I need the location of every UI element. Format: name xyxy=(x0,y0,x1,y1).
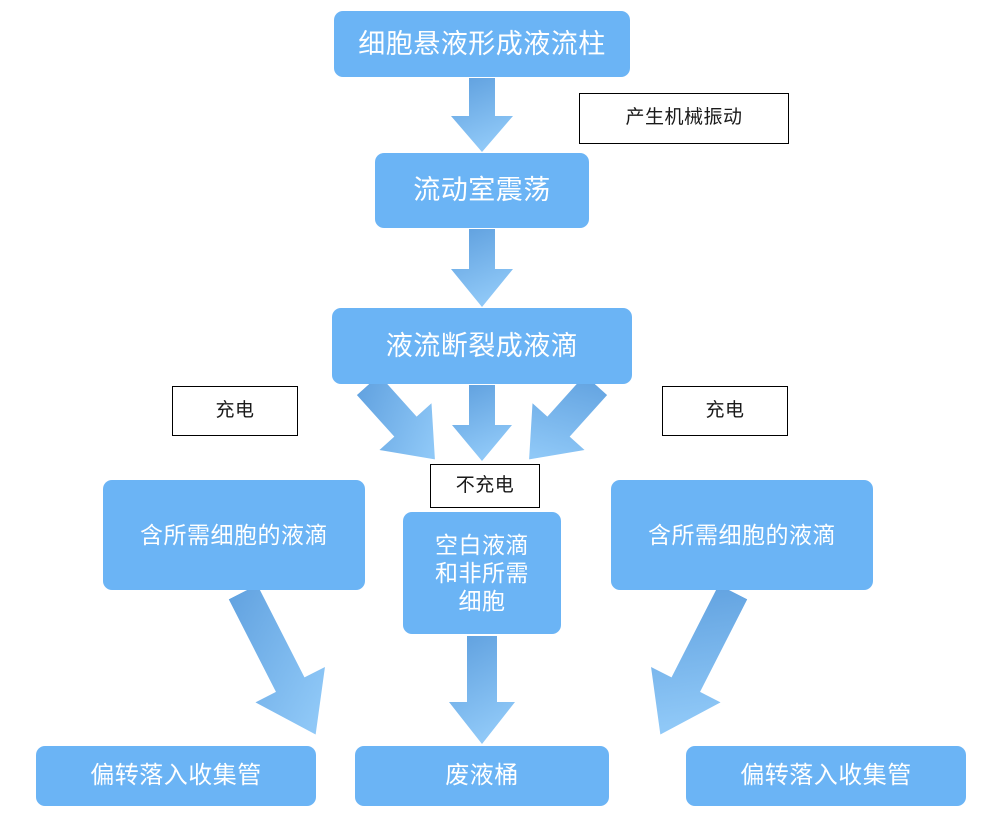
note-charge-right[interactable]: 充电 xyxy=(662,386,788,436)
note-mechanical-vibration[interactable]: 产生机械振动 xyxy=(579,93,789,144)
arrow-left-droplet-to-collect-tube xyxy=(208,574,350,752)
node-droplet-with-target-cells-left[interactable]: 含所需细胞的液滴 xyxy=(103,480,365,590)
arrow-breakup-to-middle-droplet xyxy=(452,385,512,461)
arrow-breakup-to-right-droplet xyxy=(503,362,622,483)
note-charge-left[interactable]: 充电 xyxy=(172,386,298,436)
arrow-stream-to-vibration xyxy=(451,78,513,152)
arrow-middle-droplet-to-waste xyxy=(449,636,515,744)
node-deflect-collect-tube-left[interactable]: 偏转落入收集管 xyxy=(36,746,316,806)
node-waste-container[interactable]: 废液桶 xyxy=(355,746,609,806)
arrow-right-droplet-to-collect-tube xyxy=(626,574,768,752)
node-deflect-collect-tube-right[interactable]: 偏转落入收集管 xyxy=(686,746,966,806)
node-blank-and-unwanted-cells[interactable]: 空白液滴 和非所需 细胞 xyxy=(403,512,561,634)
node-cell-suspension-stream[interactable]: 细胞悬液形成液流柱 xyxy=(334,11,630,77)
arrow-vibration-to-breakup xyxy=(451,229,513,307)
note-no-charge[interactable]: 不充电 xyxy=(430,464,540,508)
node-droplet-with-target-cells-right[interactable]: 含所需细胞的液滴 xyxy=(611,480,873,590)
node-stream-breaks-droplets[interactable]: 液流断裂成液滴 xyxy=(332,308,632,384)
arrow-breakup-to-left-droplet xyxy=(342,362,461,483)
node-flow-cell-vibration[interactable]: 流动室震荡 xyxy=(375,153,589,228)
